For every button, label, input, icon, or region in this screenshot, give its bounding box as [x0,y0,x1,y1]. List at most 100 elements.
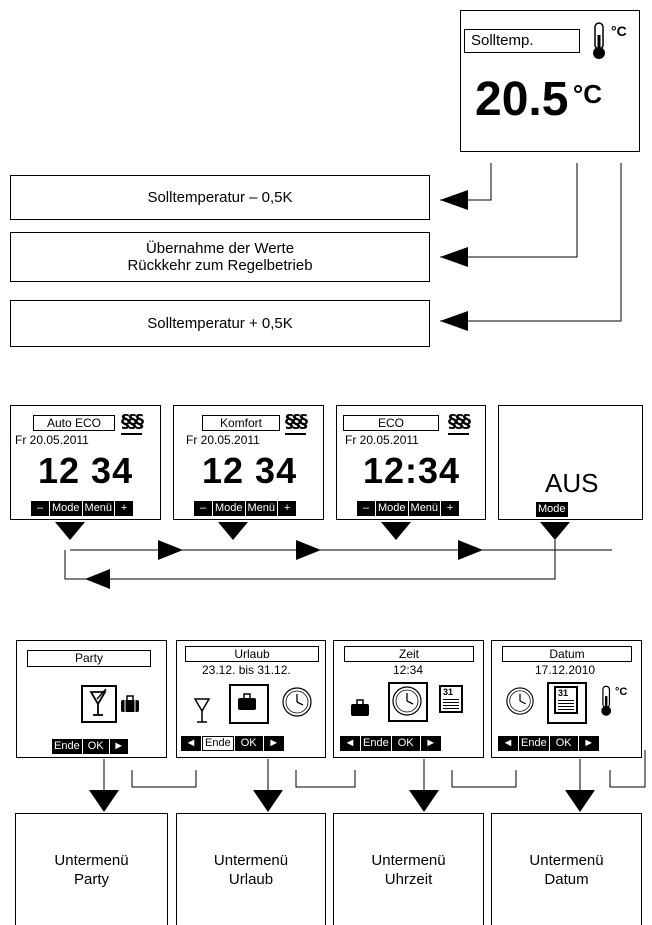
calendar-day: 31 [558,688,569,698]
menu-label-frame: Party [27,650,151,667]
menu-buttons: ◄ Ende OK ► [181,736,284,751]
menu-screen-party: Party Ende OK ► [16,640,167,758]
action-plus-text: Solltemperatur + 0,5K [147,315,293,332]
submenu-line1: Untermenü [529,851,604,869]
menu-button[interactable]: Menü [408,501,441,516]
menu-label: Datum [549,647,585,661]
minus-button[interactable]: – [31,501,49,516]
mode-button[interactable]: Mode [213,501,245,516]
menu-button[interactable]: Menü [245,501,278,516]
action-minus-text: Solltemperatur – 0,5K [147,189,293,206]
mode-label: Auto ECO [46,416,102,430]
selected-icon-frame [81,685,117,723]
next-button[interactable]: ► [578,736,599,751]
mode-label-frame: Auto ECO [33,415,115,431]
action-plus: Solltemperatur + 0,5K [10,300,430,347]
mode-buttons: – Mode Menü + [31,501,134,516]
menu-label: Zeit [398,647,419,661]
menu-subtitle: 17.12.2010 [535,663,596,677]
clock-icon [282,687,312,717]
suitcase-icon [121,695,139,712]
mode-date: Fr 20.05.2011 [15,433,89,447]
submenu-line2: Urlaub [228,870,274,888]
end-button[interactable]: Ende [52,739,82,754]
menu-label-frame: Datum [502,646,632,662]
thermometer-unit: °C [611,23,627,39]
next-button[interactable]: ► [263,736,284,751]
mode-label: ECO [377,416,404,430]
menu-label: Urlaub [234,647,270,661]
menu-subtitle: 23.12. bis 31.12. [202,663,291,677]
solltemp-unit: °C [572,79,603,109]
submenu-line1: Untermenü [213,851,289,869]
menu-label: Party [74,651,103,665]
selected-icon-frame [229,684,269,724]
selected-icon-frame [388,682,428,722]
mode-screen-aus: AUS Mode [498,405,643,520]
menu-buttons: ◄ Ende OK ► [340,736,441,751]
prev-button[interactable]: ◄ [181,736,201,751]
mode-button[interactable]: Mode [50,501,82,516]
mode-label-frame: Komfort [202,415,280,431]
ok-button[interactable]: OK [82,739,109,754]
mode-button[interactable]: Mode [376,501,408,516]
mode-date: Fr 20.05.2011 [186,433,260,447]
menu-screen-zeit: Zeit 12:34 31 ◄ Ende OK ► [333,640,484,758]
solltemp-value: 20.5 [475,73,569,126]
menu-label-frame: Urlaub [185,646,319,662]
thermometer-icon [601,685,612,716]
cocktail-icon [193,698,211,723]
menu-buttons: ◄ Ende OK ► [498,736,599,751]
mode-screen-eco: ECO §§§ Fr 20.05.2011 12:34 – Mode Menü … [336,405,486,520]
selected-icon-frame [547,682,587,724]
minus-button[interactable]: – [194,501,212,516]
end-button[interactable]: Ende [361,736,391,751]
mode-screen-auto-eco: Auto ECO §§§ Fr 20.05.2011 12 34 – Mode … [10,405,161,520]
ok-button[interactable]: OK [234,736,263,751]
end-button[interactable]: Ende [202,736,234,751]
mode-time: 12:34 [363,450,461,491]
submenu-line1: Untermenü [54,851,129,869]
suitcase-icon [238,693,256,710]
mode-button[interactable]: Mode [536,502,568,517]
menu-screen-urlaub: Urlaub 23.12. bis 31.12. ◄ Ende OK ► [176,640,326,758]
mode-buttons: – Mode Menü + [357,501,460,516]
plus-button[interactable]: + [441,501,460,516]
action-minus: Solltemperatur – 0,5K [10,175,430,220]
calendar-day: 31 [443,687,454,697]
thermometer-icon [593,22,605,59]
submenu-line2: Uhrzeit [384,870,433,888]
submenu-line2: Datum [544,870,589,888]
action-confirm-line1: Übernahme der Werte [145,240,295,257]
prev-button[interactable]: ◄ [340,736,360,751]
mode-screen-komfort: Komfort §§§ Fr 20.05.2011 12 34 – Mode M… [173,405,324,520]
menu-subtitle: 12:34 [393,663,424,677]
clock-icon [392,686,422,716]
plus-button[interactable]: + [278,501,297,516]
calendar-icon: 31 [554,686,578,714]
cocktail-icon [89,688,107,716]
mode-label: Komfort [219,416,262,430]
ok-button[interactable]: OK [391,736,420,751]
plus-button[interactable]: + [115,501,134,516]
mode-buttons: – Mode Menü + [194,501,297,516]
menu-button[interactable]: Menü [82,501,115,516]
action-confirm: Übernahme der Werte Rückkehr zum Regelbe… [10,232,430,282]
heating-icon: §§§ [121,411,144,435]
mode-date: Fr 20.05.2011 [345,433,419,447]
mode-time: 12 34 [202,450,298,491]
end-button[interactable]: Ende [519,736,549,751]
solltemp-display: Solltemp. °C 20.5 °C [460,10,640,152]
next-button[interactable]: ► [109,739,128,754]
minus-button[interactable]: – [357,501,375,516]
ok-button[interactable]: OK [549,736,578,751]
menu-buttons: Ende OK ► [52,739,128,754]
clock-icon [506,687,534,715]
menu-screen-datum: Datum 17.12.2010 31 °C ◄ Ende OK ► [491,640,642,758]
next-button[interactable]: ► [420,736,441,751]
submenu-line1: Untermenü [371,851,446,869]
submenu-datum: Untermenü Datum [491,813,642,925]
prev-button[interactable]: ◄ [498,736,518,751]
mode-time: 12 34 [38,450,134,491]
